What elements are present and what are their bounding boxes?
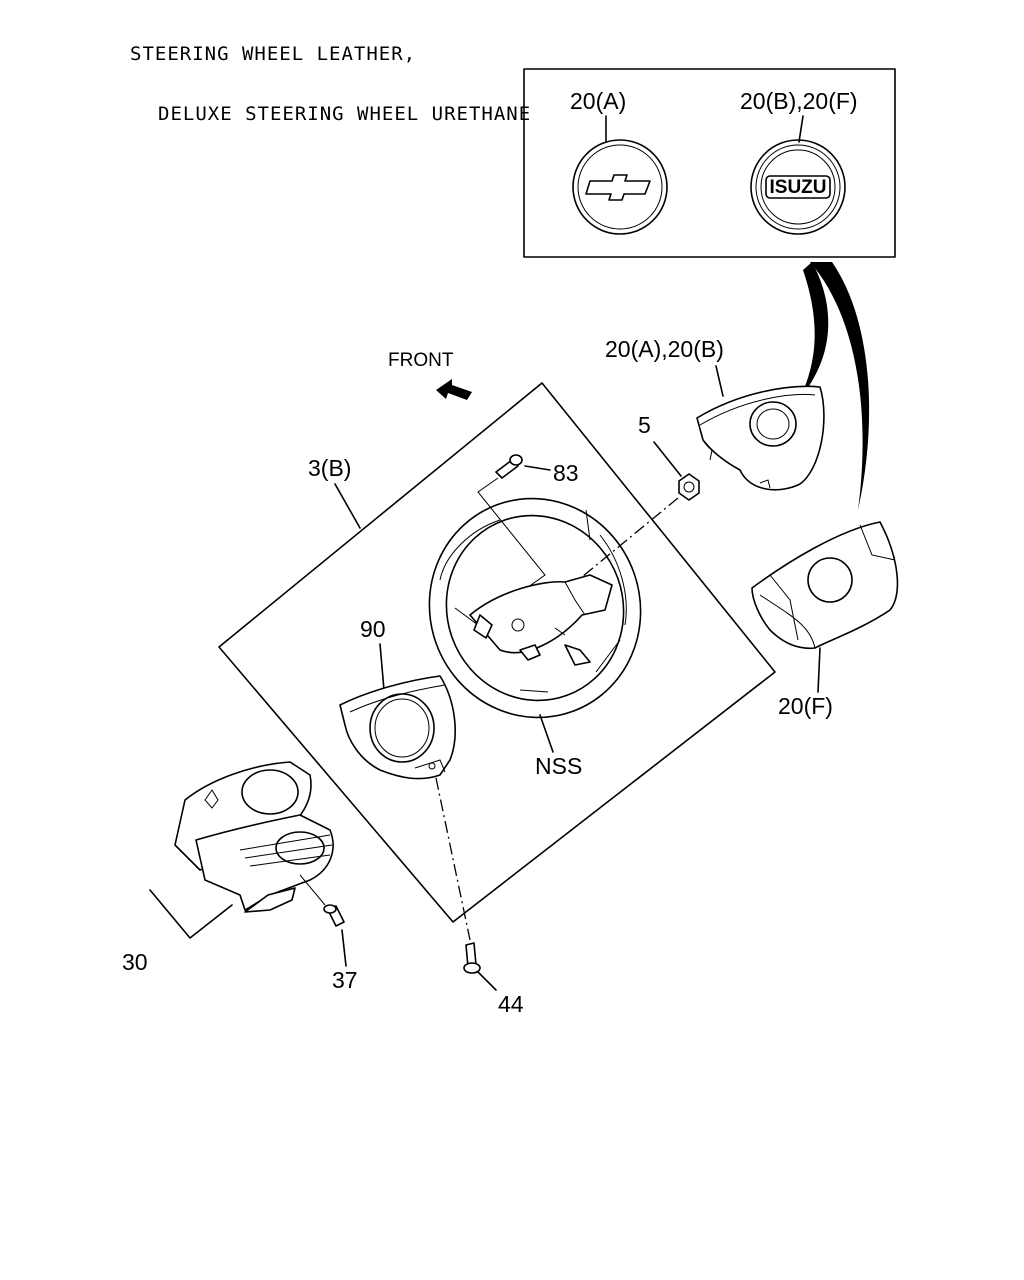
leader-83 [524,465,551,471]
horn-cover-20ab [696,385,825,491]
isuzu-badge [765,175,831,199]
bowtie-icon [585,174,651,201]
leader-20b [798,115,804,143]
emblem-inset: 20(A) 20(B),20(F) ISUZU [523,68,896,258]
label-83: 83 [553,460,579,486]
leader-5 [653,441,682,477]
isuzu-emblem: ISUZU [750,139,846,235]
label-30: 30 [122,949,148,975]
front-arrow-icon [436,379,472,400]
leader-44 [477,971,497,991]
label-20ab: 20(A),20(B) [605,336,724,362]
column-cover-30 [174,761,334,913]
label-5: 5 [638,412,651,438]
chevrolet-emblem [572,139,668,235]
label-nss: NSS [535,753,582,779]
leader-nss [539,714,554,753]
title-line-2: DELUXE STEERING WHEEL URETHANE [158,103,532,125]
lower-cover-90 [339,675,456,780]
assembly-frame [218,382,776,923]
leader-20ab [715,365,724,397]
isuzu-badge-text: ISUZU [770,177,827,198]
label-20b-20f: 20(B),20(F) [740,88,858,114]
screw-83 [495,454,523,479]
diagram-title: STEERING WHEEL LEATHER, DELUXE STEERING … [130,4,531,144]
front-label: FRONT [388,350,454,371]
label-90: 90 [360,616,386,642]
label-20a: 20(A) [570,88,626,114]
steering-wheel [428,497,642,719]
center-line-44 [435,777,471,941]
leader-20f [817,647,821,693]
label-44: 44 [498,991,524,1017]
leader-37 [341,929,347,967]
leader-90 [379,643,385,691]
screw-83-path [477,477,546,601]
callout-arrow-right [810,262,870,510]
screw-37-path [299,874,326,906]
leader-30 [149,889,233,939]
label-3b: 3(B) [308,455,351,481]
inset-frame [523,68,896,258]
label-37: 37 [332,967,358,993]
screw-37 [323,904,345,927]
nut-5 [678,473,700,501]
callout-arrow-left [800,262,829,398]
horn-cover-20f [751,521,899,650]
screw-44 [463,942,481,974]
label-20f: 20(F) [778,693,833,719]
leader-3b [334,483,361,529]
title-line-1: STEERING WHEEL LEATHER, [130,43,417,65]
